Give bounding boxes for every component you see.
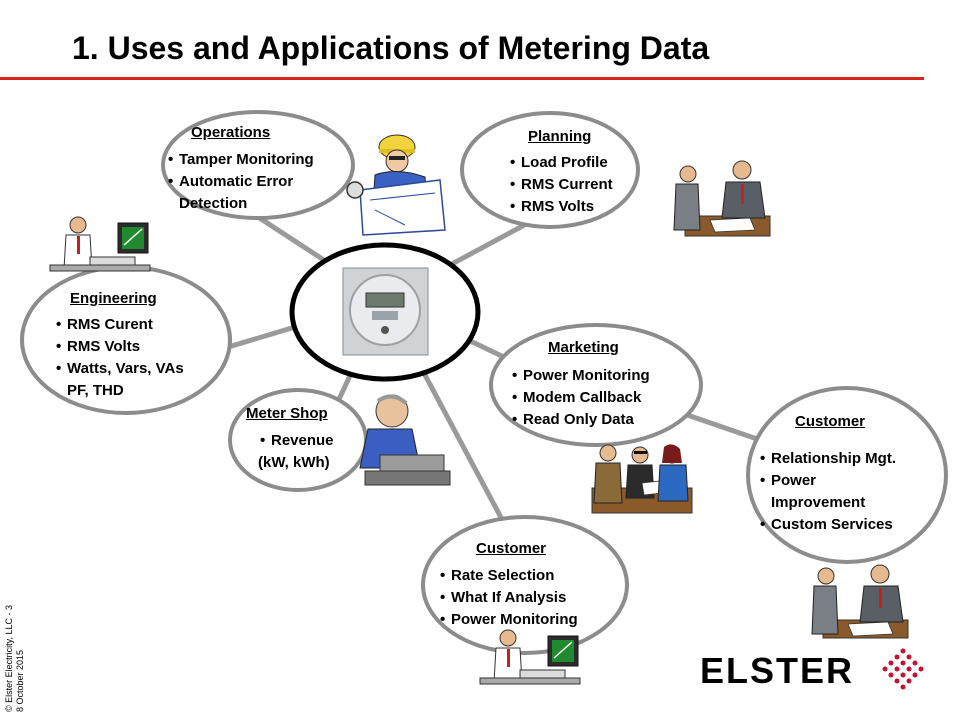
list-item: •Rate Selection [440,567,555,584]
list-item: •Tamper Monitoring [168,151,314,168]
bubble-header: Planning [528,128,592,145]
ellipse-planning [460,111,640,229]
list-item: •Relationship Mgt. [760,450,896,467]
business-meeting-icon [811,564,909,639]
date-text: 8 October 2015 [15,649,25,712]
title-underline [0,77,924,80]
diamond-dots [882,648,924,690]
bubble-header: Operations [191,124,271,141]
list-item: PF, THD [67,382,124,399]
copyright-text: © Elster Electricity, LLC - 3 [4,605,14,712]
list-item: Detection [179,195,248,212]
ellipse-operations [161,110,355,220]
list-item: Improvement [771,494,866,511]
page-title: 1. Uses and Applications of Metering Dat… [72,30,710,66]
copyright-footer: © Elster Electricity, LLC - 3 8 October … [4,605,26,712]
bubble-header: Customer [476,540,547,557]
bubble-header: Engineering [70,290,157,307]
list-item: •Read Only Data [512,411,634,428]
meter-technician-icon [359,394,451,486]
list-item: •RMS Volts [510,198,595,215]
engineer-hardhat-icon [346,134,446,236]
list-item: •RMS Curent [56,316,153,333]
business-team-icon [591,444,693,514]
list-item: •Power [760,472,817,489]
list-item: •Load Profile [510,154,608,171]
list-item: •RMS Current [510,176,613,193]
ellipse-marketing [489,323,703,447]
list-item: •Automatic Error [168,173,294,190]
list-item: •Revenue [260,432,334,449]
list-item: •RMS Volts [56,338,141,355]
list-item: •Watts, Vars, VAs [56,360,184,377]
elster-diamond-logo: ELSTER [700,648,924,691]
list-item: •Power Monitoring [440,611,578,628]
ellipse-customer-bottom [421,515,629,655]
bubble-header: Meter Shop [246,405,328,422]
business-meeting-icon [673,160,771,237]
logo-text: ELSTER [700,650,854,691]
list-item: •Custom Services [760,516,893,533]
bubble-header: Marketing [548,339,619,356]
list-item: •Power Monitoring [512,367,650,384]
computer-user-icon [479,629,581,685]
list-item: (kW, kWh) [258,454,330,471]
list-item: •What If Analysis [440,589,567,606]
elster-logo: ELSTER [700,645,930,705]
meter-photo [289,242,481,382]
list-item: •Modem Callback [512,389,642,406]
ellipse-customer-right [746,386,948,564]
computer-user-icon [49,216,151,272]
bubble-header: Customer [795,413,866,430]
